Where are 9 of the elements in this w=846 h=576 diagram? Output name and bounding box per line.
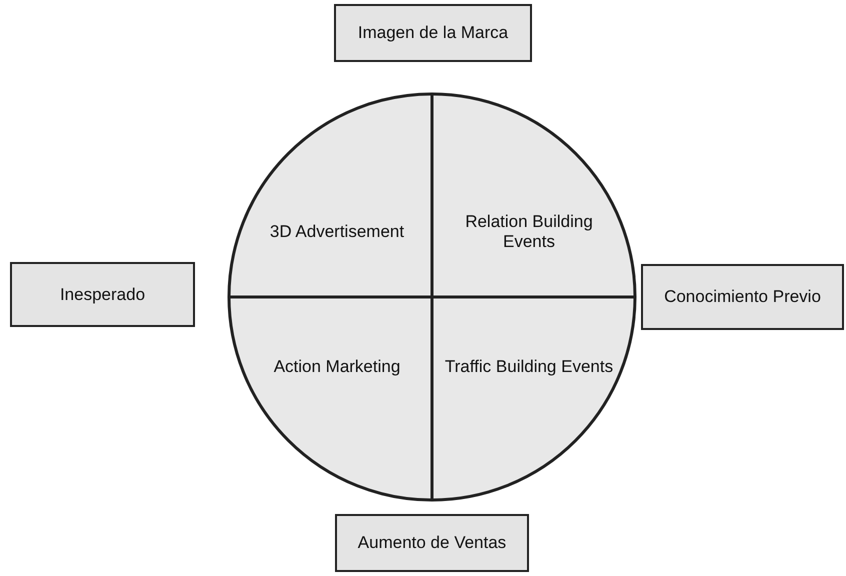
label-box: Imagen de la Marca [334,4,532,62]
label-box: Aumento de Ventas [335,514,529,572]
label-box: Inesperado [10,262,195,327]
label-box: Conocimiento Previo [641,264,844,330]
quadrant-label: 3D Advertisement [247,182,427,282]
quadrant-label: Action Marketing [247,317,427,417]
quadrant-label: Relation Building Events [439,182,619,282]
quadrant-circle [227,92,637,502]
quadrant-label: Traffic Building Events [439,317,619,417]
